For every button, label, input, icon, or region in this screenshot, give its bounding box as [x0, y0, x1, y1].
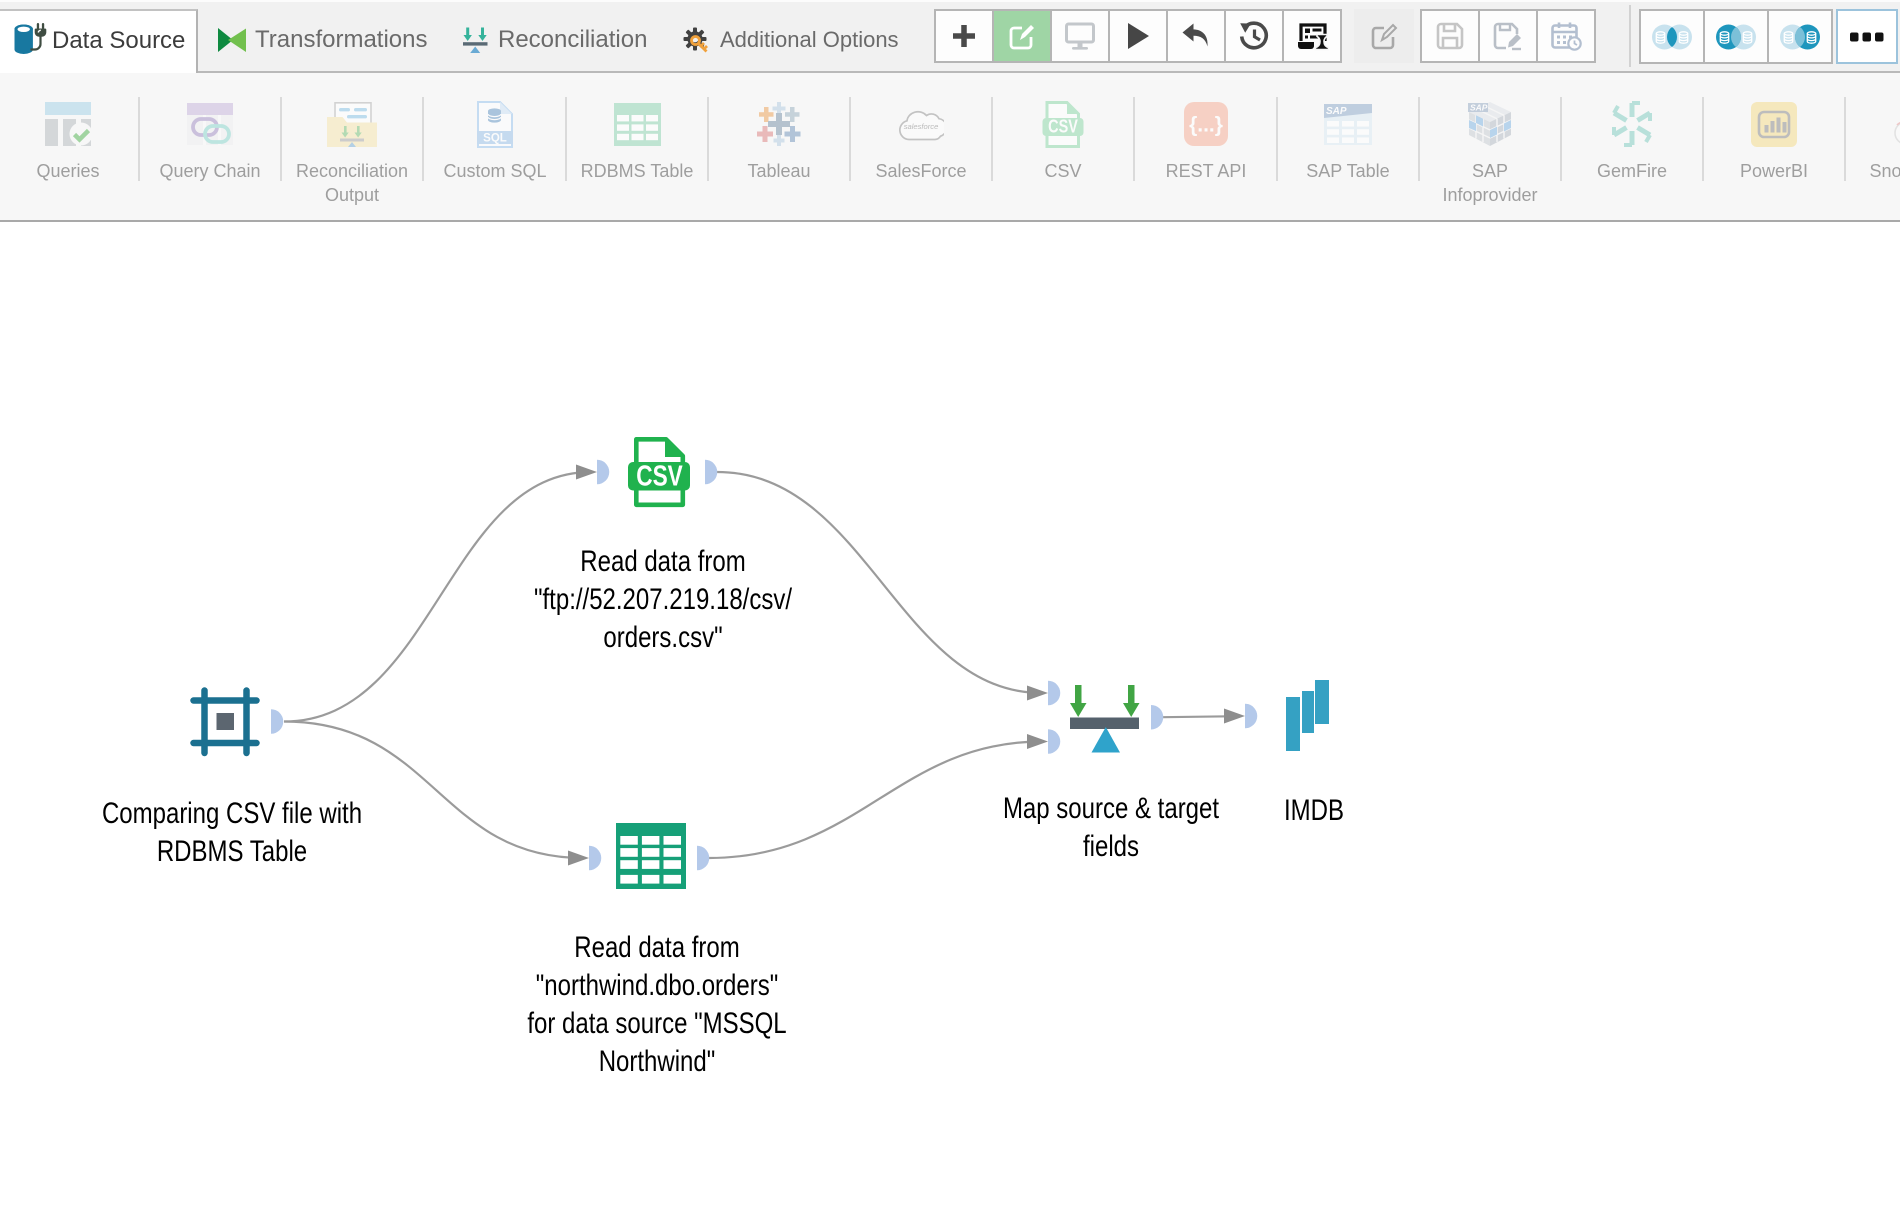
svg-text:CSV: CSV: [1048, 115, 1078, 136]
svg-text:salesforce: salesforce: [904, 122, 939, 131]
svg-text:{...}: {...}: [1189, 114, 1223, 137]
svg-text:CSV: CSV: [636, 459, 683, 492]
svg-text:SAP: SAP: [1326, 106, 1347, 117]
svg-text:SAP: SAP: [1470, 103, 1488, 113]
svg-text:SQL: SQL: [483, 132, 507, 144]
